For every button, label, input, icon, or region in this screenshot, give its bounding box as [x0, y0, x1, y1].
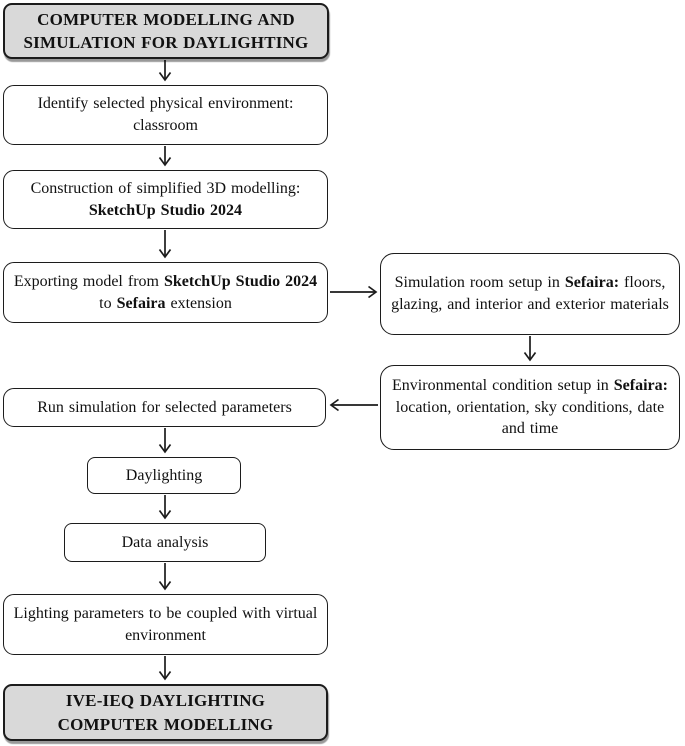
flow-node-end-label: IVE-IEQ DAYLIGHTING COMPUTER MODELLING [58, 689, 274, 735]
flow-node-identify-environment: Identify selected physical environment: … [3, 85, 328, 145]
flow-node-run-simulation: Run simulation for selected parameters [3, 388, 326, 427]
construction-3d-modelling-label: Construction of simplified 3D modelling:… [31, 178, 301, 222]
room-setup-label: Simulation room setup in Sefaira: floors… [390, 272, 670, 316]
start-label-line1: COMPUTER MODELLING AND [37, 9, 295, 29]
flow-node-start-label: COMPUTER MODELLING AND SIMULATION FOR DA… [24, 8, 309, 54]
environmental-label-sefaira: Sefaira: [613, 376, 668, 394]
room-setup-label-post: floors, glazing, and interior and exteri… [391, 274, 669, 313]
flow-node-lighting-parameters: Lighting parameters to be coupled with v… [3, 594, 328, 655]
flow-node-data-analysis: Data analysis [64, 523, 266, 562]
end-label-line1: IVE-IEQ DAYLIGHTING [65, 691, 266, 711]
flow-node-environmental-setup: Environmental condition setup in Sefaira… [380, 365, 680, 450]
flow-node-room-setup: Simulation room setup in Sefaira: floors… [380, 253, 680, 335]
identify-environment-label: Identify selected physical environment: … [37, 95, 294, 134]
start-label-line2: SIMULATION FOR DAYLIGHTING [23, 33, 309, 52]
environmental-label-pre: Environmental condition setup in [392, 376, 614, 394]
data-analysis-label: Data analysis [121, 533, 209, 551]
end-label-line2: COMPUTER MODELLING [57, 714, 274, 734]
run-simulation-label: Run simulation for selected parameters [37, 398, 292, 416]
environmental-label-post: location, orientation, sky conditions, d… [395, 398, 665, 438]
flow-node-daylighting: Daylighting [87, 457, 241, 494]
room-setup-label-pre: Simulation room setup in [394, 274, 565, 292]
flow-node-end: IVE-IEQ DAYLIGHTING COMPUTER MODELLING [3, 684, 328, 741]
lighting-parameters-label: Lighting parameters to be coupled with v… [13, 604, 318, 644]
exporting-label-mid: to [99, 294, 117, 312]
construction-label-text: Construction of simplified 3D modelling: [30, 179, 301, 197]
construction-label-software: SketchUp Studio 2024 [88, 201, 243, 219]
exporting-label-sefaira: Sefaira [116, 294, 166, 312]
flow-node-construction-3d-modelling: Construction of simplified 3D modelling:… [3, 170, 328, 229]
environmental-setup-label: Environmental condition setup in Sefaira… [390, 375, 670, 440]
exporting-label-software: SketchUp Studio 2024 [163, 272, 318, 290]
daylighting-label: Daylighting [125, 466, 203, 484]
flow-node-exporting-model: Exporting model from SketchUp Studio 202… [3, 262, 328, 323]
exporting-label-post: extension [165, 294, 232, 312]
exporting-label-pre: Exporting model from [13, 272, 164, 290]
exporting-model-label: Exporting model from SketchUp Studio 202… [13, 271, 318, 315]
flow-node-start: COMPUTER MODELLING AND SIMULATION FOR DA… [3, 3, 329, 59]
room-setup-label-sefaira: Sefaira: [564, 274, 620, 292]
